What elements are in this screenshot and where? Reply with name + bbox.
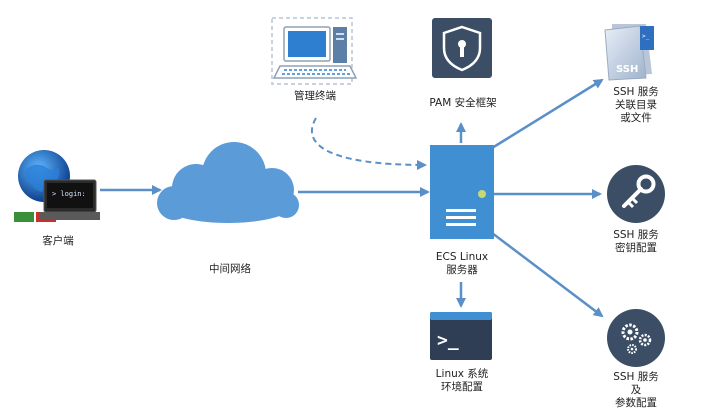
ssh-key-label: SSH 服务 密钥配置 bbox=[613, 229, 659, 254]
client-terminal-icon: > login: bbox=[14, 150, 100, 222]
linux-prompt-text: >_ bbox=[437, 330, 459, 351]
linux-env-label: Linux 系统 环境配置 bbox=[435, 368, 489, 393]
pam-label: PAM 安全框架 bbox=[429, 97, 497, 109]
network-label: 中间网络 bbox=[209, 263, 251, 275]
client-label: 客户端 bbox=[42, 235, 74, 247]
ssh-files-label: SSH 服务 关联目录 或文件 bbox=[613, 86, 659, 124]
key-icon bbox=[607, 165, 665, 223]
ssh-file-text: SSH bbox=[616, 64, 638, 75]
arrow-server-to-ssh-params bbox=[491, 232, 604, 318]
arrow-server-to-ssh-files bbox=[491, 78, 604, 150]
arrow-admin-to-server bbox=[310, 117, 427, 170]
admin-label: 管理终端 bbox=[294, 90, 336, 102]
ecs-server-icon bbox=[430, 145, 494, 239]
client-screen-text: > login: bbox=[52, 190, 86, 198]
connections bbox=[100, 78, 604, 318]
ssh-file-prompt: >_ bbox=[642, 33, 650, 40]
ssh-params-label: SSH 服务 及 参数配置 bbox=[613, 371, 659, 409]
ssh-file-icon: >_ SSH bbox=[604, 24, 654, 81]
linux-console-icon: >_ bbox=[430, 312, 492, 360]
cloud-icon bbox=[157, 142, 299, 223]
gear-icon bbox=[607, 309, 665, 367]
admin-terminal-icon bbox=[271, 17, 358, 85]
pam-shield-icon bbox=[432, 18, 492, 78]
server-label: ECS Linux 服务器 bbox=[435, 251, 489, 276]
